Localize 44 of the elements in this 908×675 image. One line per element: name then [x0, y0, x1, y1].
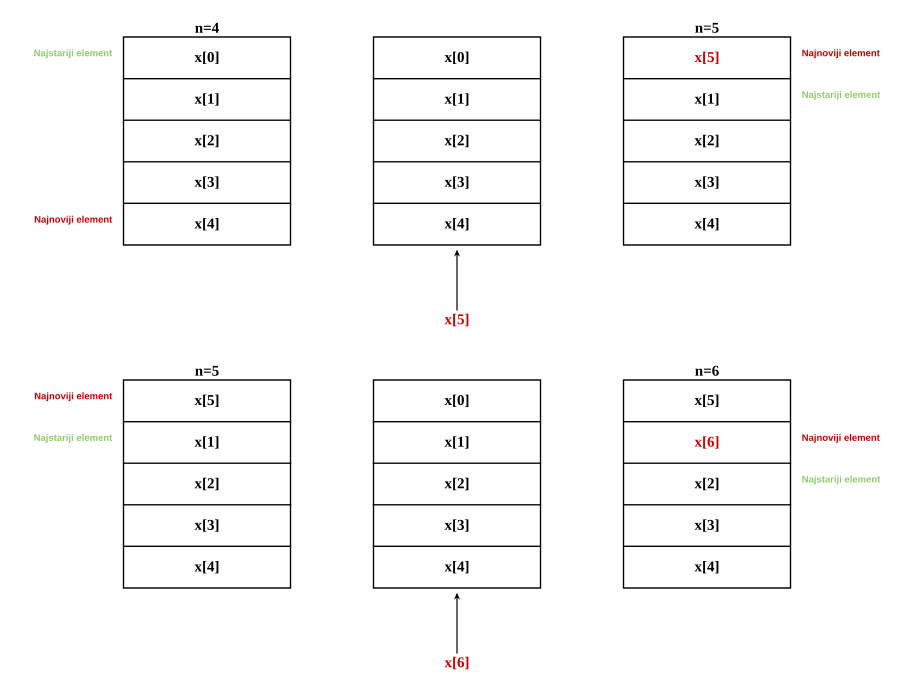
array-cell: x[2]	[622, 462, 792, 506]
array-cell: x[2]	[372, 120, 542, 162]
array-cell: x[3]	[622, 161, 792, 204]
side-label: Najstariji element	[34, 434, 112, 443]
array-cell: x[2]	[372, 462, 542, 506]
stack-title: n=5	[695, 22, 719, 33]
array-cell: x[1]	[622, 78, 792, 121]
array-cell: x[5]	[122, 379, 292, 422]
array-cell: x[4]	[622, 546, 792, 589]
array-cell: x[4]	[372, 546, 542, 589]
stack-title: n=6	[695, 366, 719, 376]
side-label: Najstariji element	[802, 476, 880, 484]
stack-title: n=5	[195, 366, 219, 376]
array-cell: x[2]	[622, 120, 792, 162]
side-label: Najnoviji element	[34, 216, 112, 225]
array-cell: x[3]	[622, 504, 792, 547]
side-label: Najstariji element	[802, 90, 880, 100]
array-cell: x[1]	[372, 421, 542, 464]
array-cell: x[0]	[372, 36, 542, 80]
array-cell: x[4]	[622, 202, 792, 246]
array-cell: x[4]	[372, 202, 542, 246]
array-cell: x[6]	[622, 421, 792, 464]
side-label: Najstariji element	[34, 49, 112, 58]
array-cell: x[1]	[122, 421, 292, 464]
array-cell: x[3]	[372, 161, 542, 204]
array-cell: x[1]	[122, 78, 292, 121]
input-value: x[6]	[444, 656, 468, 670]
array-cell: x[2]	[122, 120, 292, 162]
array-cell: x[5]	[622, 379, 792, 422]
array-cell: x[2]	[122, 462, 292, 506]
array-cell: x[4]	[122, 546, 292, 589]
array-cell: x[3]	[122, 504, 292, 547]
input-value: x[5]	[444, 314, 468, 326]
array-cell: x[0]	[372, 379, 542, 422]
array-cell: x[5]	[622, 36, 792, 80]
array-cell: x[3]	[122, 161, 292, 204]
stack-title: n=4	[195, 22, 219, 33]
array-cell: x[4]	[122, 202, 292, 246]
side-label: Najnoviji element	[34, 392, 112, 402]
array-cell: x[0]	[122, 36, 292, 80]
array-cell: x[3]	[372, 504, 542, 547]
array-cell: x[1]	[372, 78, 542, 121]
side-label: Najnoviji element	[802, 434, 880, 443]
side-label: Najnoviji element	[802, 49, 880, 58]
